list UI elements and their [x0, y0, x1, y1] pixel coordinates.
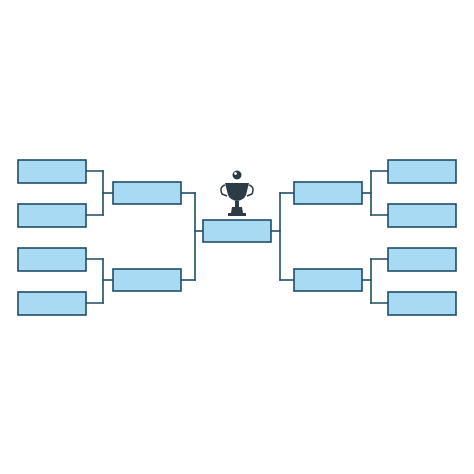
- round-2-right-slot-2: [293, 268, 363, 292]
- round-1-right-slot-2: [387, 203, 457, 228]
- round-1-right-slot-4: [387, 291, 457, 316]
- trophy-icon: [220, 170, 254, 216]
- round-1-left-slot-4: [17, 291, 87, 316]
- round-1-right-slot-1: [387, 159, 457, 184]
- round-2-left-slot-1: [112, 181, 182, 205]
- round-1-right-slot-3: [387, 247, 457, 272]
- round-1-left-slot-1: [17, 159, 87, 184]
- final-slot: [202, 219, 272, 243]
- round-2-left-slot-2: [112, 268, 182, 292]
- round-1-left-slot-2: [17, 203, 87, 228]
- round-1-left-slot-3: [17, 247, 87, 272]
- round-2-right-slot-1: [293, 181, 363, 205]
